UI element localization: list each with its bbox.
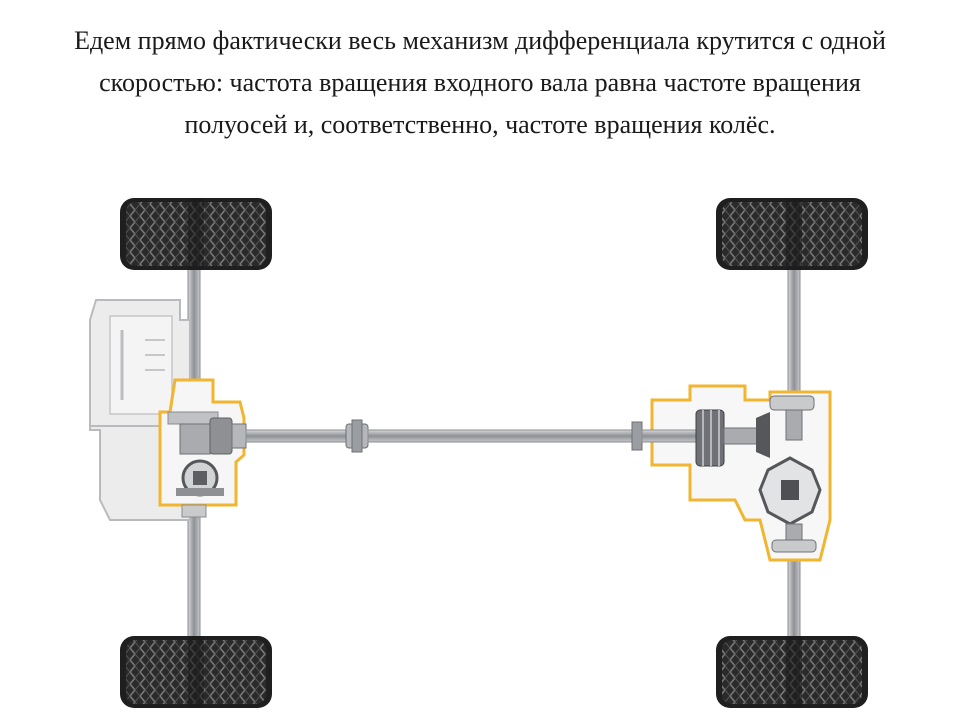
wheel-rear-left [716,198,868,270]
rear-differential [641,384,832,562]
propeller-shaft [245,419,643,453]
wheel-front-right [120,636,272,708]
caption: Едем прямо фактически весь механизм дифф… [10,20,950,146]
caption-line-2: скоростью: частота вращения входного вал… [99,68,861,97]
caption-line-1: Едем прямо фактически весь механизм дифф… [74,26,886,55]
front-transmission [158,378,247,518]
wheel-front-left [120,198,272,270]
caption-line-3: полуосей и, соответственно, частоте вращ… [184,110,776,139]
wheel-rear-right [716,636,868,708]
